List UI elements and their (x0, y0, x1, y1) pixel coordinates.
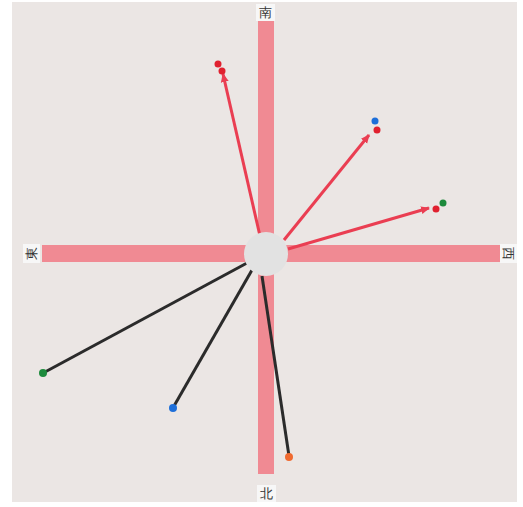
black-lines (45, 263, 289, 456)
direction-label: 南 (256, 4, 275, 21)
red-arrows (223, 74, 429, 249)
dots (39, 61, 447, 462)
center-disc (244, 232, 288, 276)
direction-label: 北 (257, 485, 276, 502)
direction-label: 西 (500, 244, 517, 263)
direction-label: 東 (23, 244, 40, 263)
board (12, 2, 517, 502)
